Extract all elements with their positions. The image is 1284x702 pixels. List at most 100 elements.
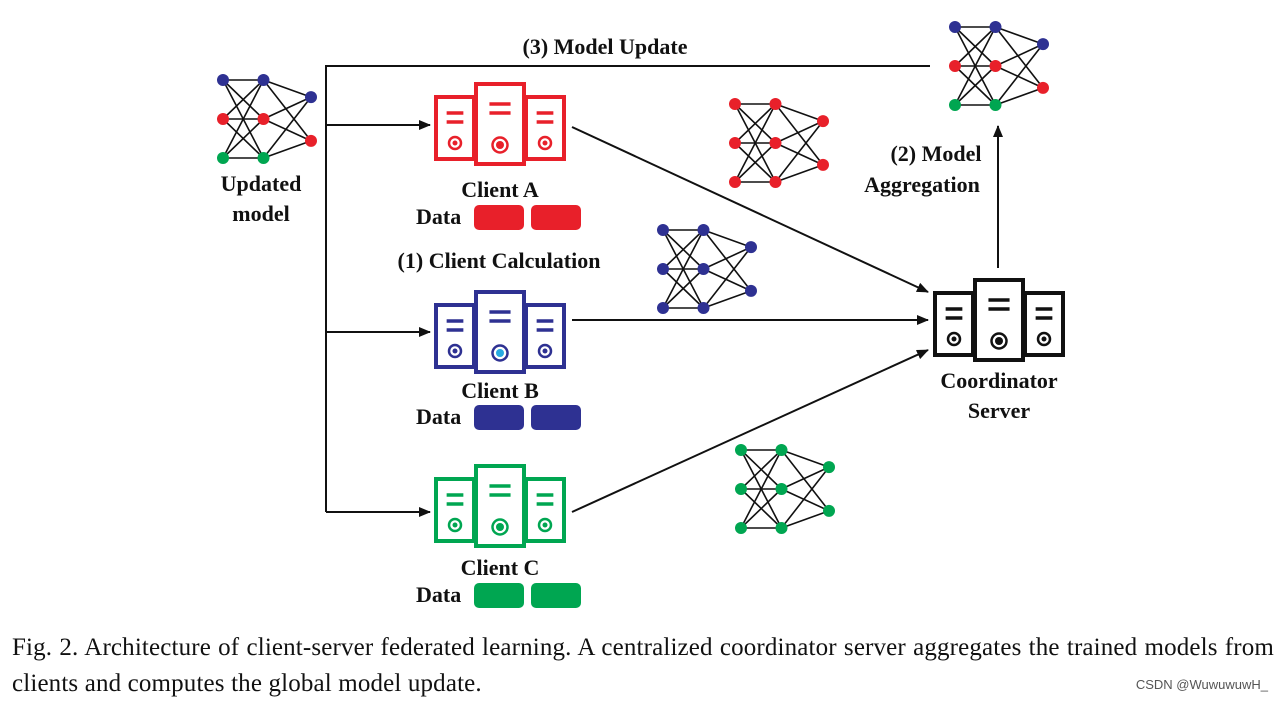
- model-aggregation-label-line2: Aggregation: [864, 172, 980, 197]
- arrow-client-c-to-server: [571, 349, 929, 513]
- updated-model-network-icon-node: [305, 91, 317, 104]
- client-a-model-network-icon-edge: [774, 103, 824, 166]
- updated-model-network-icon-edge: [262, 79, 312, 142]
- client-a-label: Client A: [461, 177, 539, 202]
- client-b-model-network-icon-edge: [703, 229, 752, 248]
- client-c-data-label: Data: [416, 582, 461, 607]
- client-b-label: Client B: [461, 378, 539, 403]
- updated-model-label-line1: Updated: [221, 171, 302, 196]
- coordinator-server-icon-led-dot: [1041, 336, 1047, 342]
- client-b-model-network-icon-node: [697, 224, 710, 236]
- figure-caption: Fig. 2. Architecture of client-server fe…: [12, 634, 1274, 697]
- updated-model-network-icon-node: [217, 74, 229, 86]
- global-model-network-icon-node: [989, 60, 1002, 72]
- client-b-model-network-icon: [657, 224, 757, 314]
- updated-model-network-icon-edge: [263, 140, 312, 159]
- updated-model-network-icon-edge: [222, 79, 265, 120]
- updated-model-network-icon-edge: [263, 96, 312, 120]
- client-c-model-network-icon-node: [775, 483, 788, 495]
- client-b-model-network-icon-node: [657, 263, 669, 275]
- global-model-network-icon-edge: [995, 26, 1044, 45]
- client-c-model-network-icon-node: [735, 444, 747, 456]
- client-a-model-network-icon-node: [817, 158, 829, 171]
- client-a-model-network-icon-edge: [775, 164, 824, 183]
- client-a-model-network-icon-node: [729, 137, 741, 149]
- client-b-server-icon-led-dot: [452, 348, 458, 354]
- global-model-network-icon-node: [989, 99, 1002, 111]
- client-c-data-block: [474, 583, 524, 608]
- client-b-model-network-icon-node: [657, 302, 669, 314]
- client-a-model-network-icon-edge: [774, 120, 824, 183]
- client-c-model-network-icon-node: [823, 504, 835, 517]
- client-a-data-label: Data: [416, 204, 461, 229]
- client-a-model-network-icon-node: [729, 98, 741, 110]
- global-model-network-icon-edge: [954, 26, 997, 67]
- client-c-model-network-icon-edge: [740, 449, 783, 529]
- client-b-model-network-icon-edge: [703, 268, 752, 292]
- global-model-network-icon-node: [949, 60, 961, 72]
- updated-model-network-icon-edge: [262, 96, 312, 159]
- client-c-model-network-icon-edge: [781, 466, 830, 490]
- global-model-network-icon-edge: [994, 43, 1044, 106]
- data-blocks: [474, 205, 581, 608]
- updated-model-network-icon-edge: [222, 79, 265, 159]
- client-b-data-block: [474, 405, 524, 430]
- global-model-network-icon-node: [949, 21, 961, 33]
- global-model-network-icon-edge: [954, 65, 997, 106]
- updated-model-network-icon-node: [217, 152, 229, 164]
- updated-model-network-icon-edge: [263, 79, 312, 98]
- client-a-model-network-icon-edge: [734, 103, 777, 144]
- client-a-server-icon-tower: [524, 95, 566, 161]
- client-a-model-network-icon-node: [729, 176, 741, 188]
- client-b-data-block: [531, 405, 581, 430]
- client-c-server-icon-led-dot: [452, 522, 458, 528]
- client-a-server-icon-led-dot: [452, 140, 458, 146]
- updated-model-network-icon-edge: [222, 118, 265, 159]
- client-b-model-network-icon-edge: [703, 246, 752, 270]
- client-c-server-icon-led-dot: [542, 522, 548, 528]
- client-c-model-network-icon-edge: [740, 449, 783, 490]
- updated-model-label-line2: model: [232, 201, 289, 226]
- client-c-server-icon-led-dot: [496, 523, 504, 531]
- client-b-model-network-icon-edge: [702, 229, 752, 292]
- model-aggregation-label-line1: (2) Model: [890, 141, 981, 166]
- client-a-model-network-icon-edge: [775, 103, 824, 122]
- client-a-server-icon: [434, 82, 566, 166]
- updated-model-network-icon-node: [305, 134, 317, 147]
- client-b-model-network-icon-edge: [662, 229, 705, 270]
- arrow-client-a-to-server: [571, 126, 929, 293]
- client-c-label: Client C: [461, 555, 540, 580]
- client-b-model-network-icon-edge: [702, 246, 752, 309]
- client-c-model-network-icon-edge: [781, 488, 830, 512]
- coordinator-server-icon-led-dot: [995, 337, 1003, 345]
- client-a-server-icon-led-dot: [542, 140, 548, 146]
- federated-learning-diagram: (3) Model Update Updated model (1) Clien…: [217, 21, 1065, 608]
- client-c-data-block: [531, 583, 581, 608]
- global-model-network-icon-edge: [994, 26, 1044, 89]
- coordinator-label-line2: Server: [968, 398, 1031, 423]
- client-b-model-network-icon-edge: [662, 268, 705, 309]
- client-a-server-icon-led-dot: [496, 141, 504, 149]
- client-c-model-network-icon-edge: [781, 449, 830, 468]
- coordinator-server-icon: [933, 278, 1065, 362]
- servers: [434, 82, 1065, 548]
- client-a-model-network-icon-edge: [775, 120, 824, 144]
- client-c-model-network-icon-node: [775, 522, 788, 534]
- client-b-server-icon-led-dot: [542, 348, 548, 354]
- client-c-model-network-icon-node: [775, 444, 788, 456]
- client-c-server-icon: [434, 464, 566, 548]
- client-c-model-network-icon-edge: [781, 510, 830, 529]
- global-model-network-icon-edge: [995, 65, 1044, 89]
- client-a-model-network-icon-edge: [734, 142, 777, 183]
- client-b-server-icon-led-dot: [496, 349, 504, 357]
- coordinator-label-line1: Coordinator: [940, 368, 1058, 393]
- global-model-network-icon-node: [1037, 38, 1049, 51]
- client-a-data-block: [531, 205, 581, 230]
- watermark: CSDN @WuwuwuwH_: [1135, 677, 1268, 692]
- model-update-line: [325, 65, 930, 512]
- global-model-network-icon-edge: [995, 43, 1044, 67]
- client-c-model-network-icon-node: [735, 483, 747, 495]
- client-a-model-network-icon-node: [769, 137, 782, 149]
- client-calculation-label: (1) Client Calculation: [398, 248, 601, 273]
- global-model-network-icon-node: [949, 99, 961, 111]
